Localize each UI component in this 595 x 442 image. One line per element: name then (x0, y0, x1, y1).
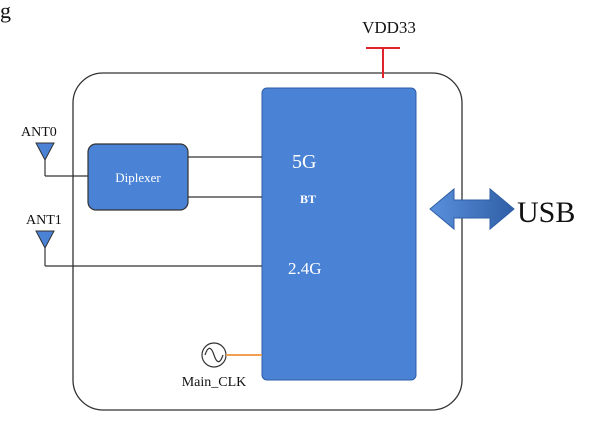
diplexer-block (87, 143, 189, 211)
bidirectional-arrow-icon (429, 187, 515, 231)
antenna-icon (35, 230, 55, 266)
title-fragment: g (0, 0, 11, 23)
diplexer-label: Diplexer (115, 170, 161, 185)
sine-oscillator-icon (201, 342, 227, 368)
band-bt-label: BT (300, 192, 316, 206)
main-chip (261, 87, 417, 381)
clock-label: Main_CLK (182, 375, 247, 390)
antenna0-label: ANT0 (21, 125, 57, 140)
antenna1-label: ANT1 (26, 213, 62, 228)
band-24g-label: 2.4G (288, 259, 322, 278)
power-label: VDD33 (362, 18, 416, 37)
antenna-icon (35, 142, 55, 176)
usb-label: USB (517, 196, 575, 229)
band-5g-label: 5G (292, 151, 316, 173)
